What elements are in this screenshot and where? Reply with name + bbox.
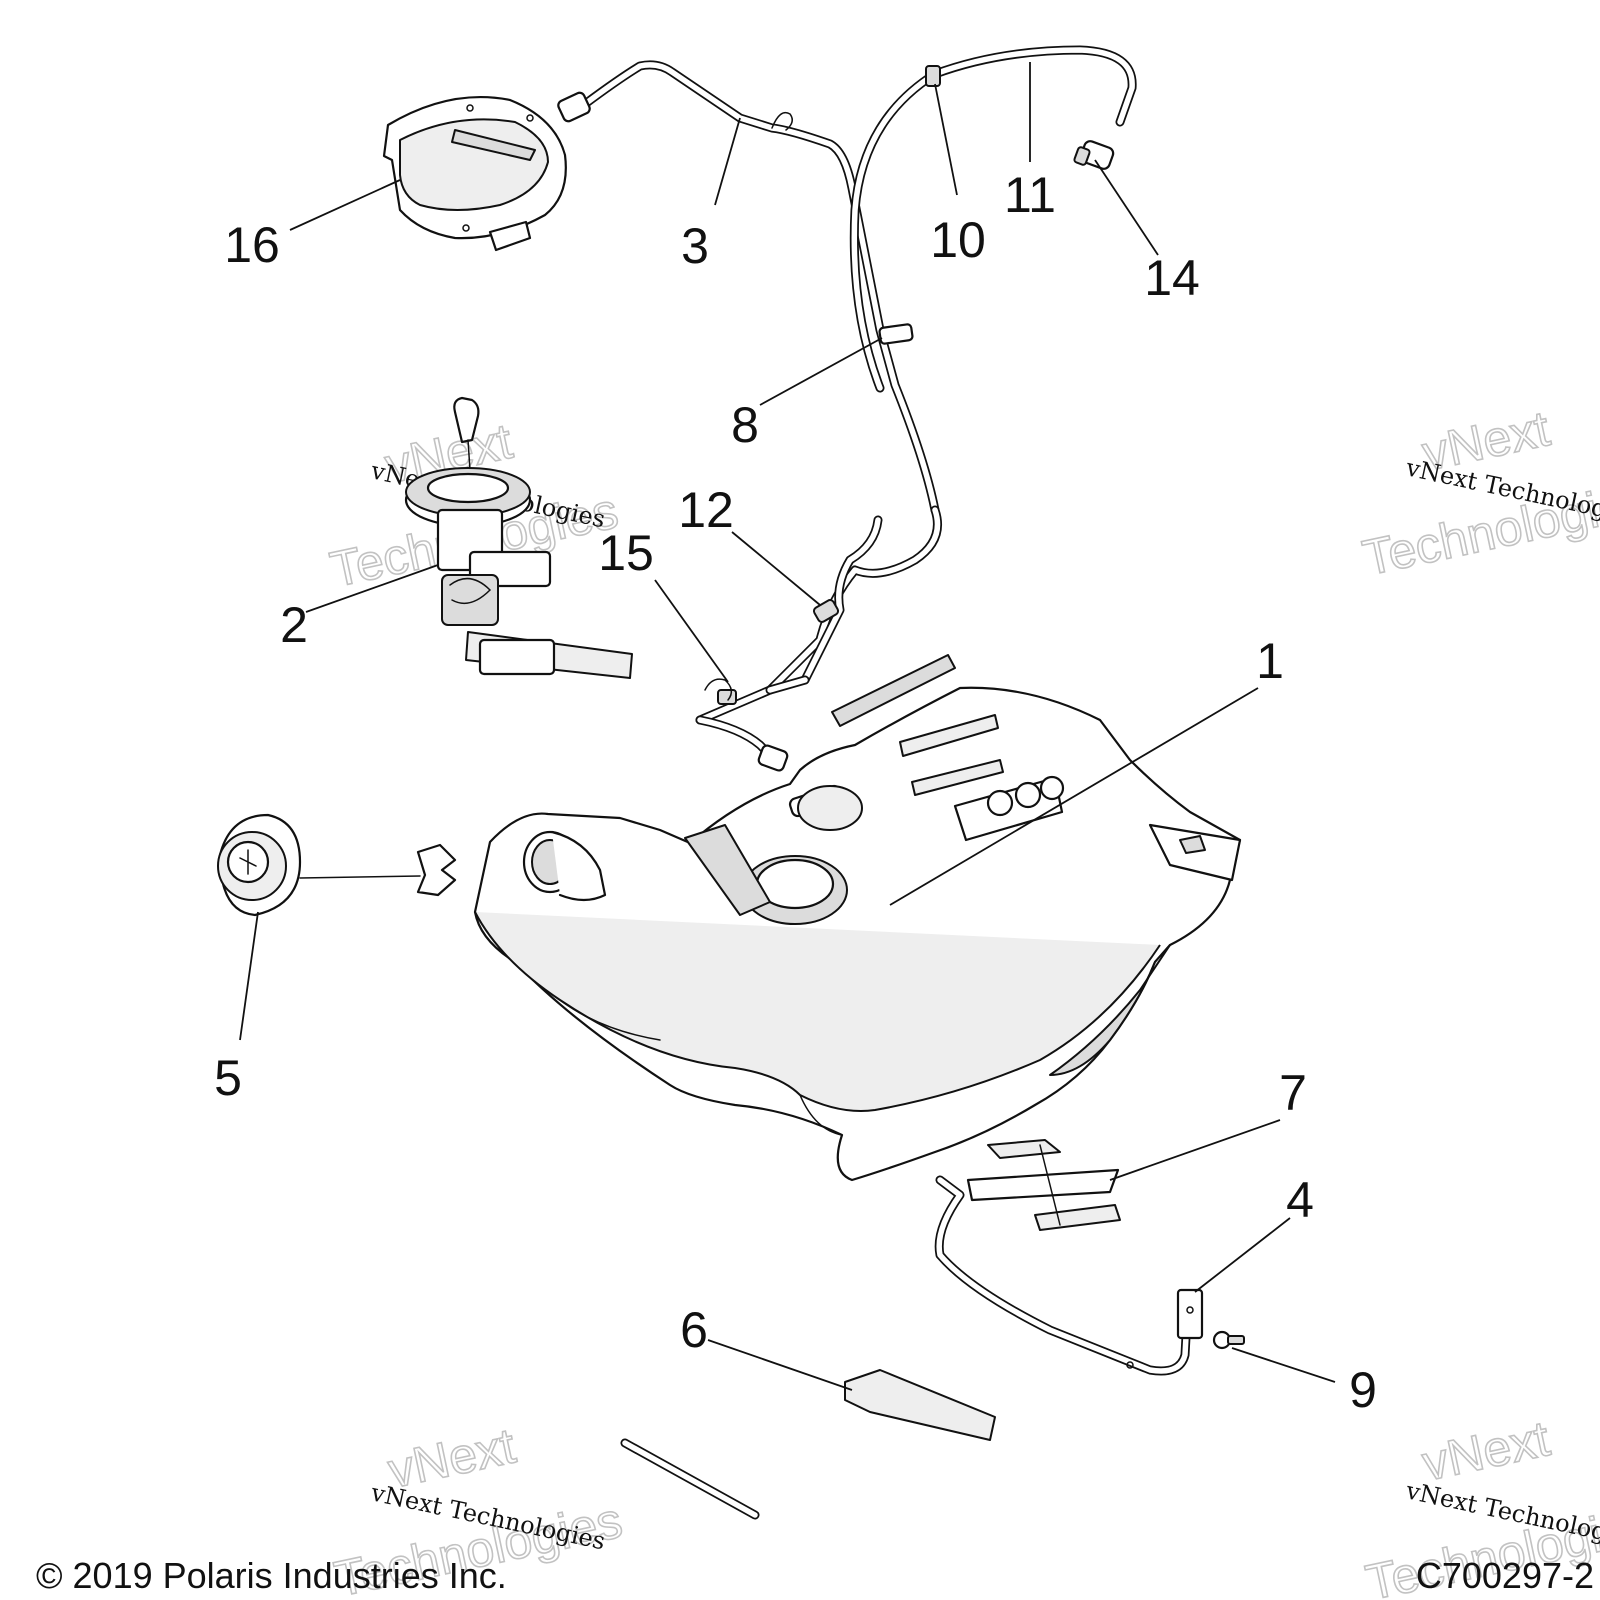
callout-14: 14 (1144, 250, 1200, 306)
part-10-hose-clamp (925, 65, 941, 87)
callout-16: 16 (224, 217, 280, 273)
part-8-line-clip (878, 323, 914, 345)
part-7-tank-pad (966, 1139, 1121, 1231)
leader-lines (239, 62, 1336, 1391)
watermark-big-1: vNext (1418, 1410, 1555, 1491)
part-2-fuel-pump (404, 396, 633, 679)
figure-id: C700297-2 (1416, 1555, 1594, 1596)
callout-8: 8 (731, 397, 759, 453)
callout-6: 6 (680, 1302, 708, 1358)
callout-11: 11 (1004, 167, 1056, 223)
part-1-fuel-tank (473, 654, 1242, 1182)
part-14-check-valve (1073, 140, 1115, 170)
callout-7: 7 (1279, 1065, 1307, 1121)
part-6-pad (620, 1369, 996, 1520)
part-9-fastener (1212, 1330, 1245, 1350)
callout-10: 10 (930, 212, 986, 268)
callout-9: 9 (1349, 1362, 1377, 1418)
part-5-fuel-cap (217, 813, 457, 917)
callout-1: 1 (1256, 633, 1284, 689)
callout-5: 5 (214, 1050, 242, 1106)
callouts: 1 2 3 4 5 6 7 8 9 10 11 12 14 15 16 (214, 167, 1377, 1418)
callout-3: 3 (681, 218, 709, 274)
part-3-fuel-line (557, 60, 940, 515)
copyright-text: © 2019 Polaris Industries Inc. (36, 1555, 507, 1596)
part-16-pump-cover (382, 95, 567, 252)
part-11-vent-hose (849, 45, 1137, 393)
callout-12: 12 (678, 482, 734, 538)
part-4-tank-strap (934, 1175, 1204, 1376)
callout-15: 15 (598, 525, 654, 581)
callout-2: 2 (280, 597, 308, 653)
part-15-tee-fitting (717, 689, 737, 705)
part-12-lower-fuel-line (695, 505, 942, 772)
callout-4: 4 (1286, 1172, 1314, 1228)
